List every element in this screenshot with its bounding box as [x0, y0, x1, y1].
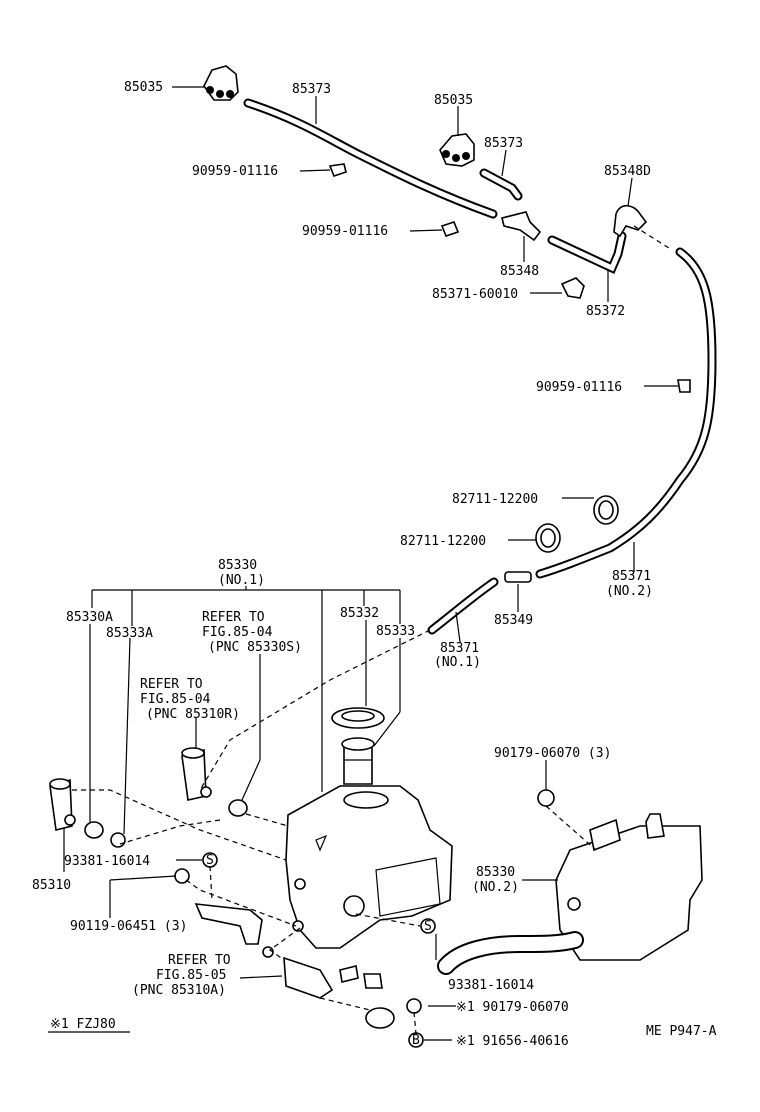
- clip-90959-2-icon: [440, 221, 460, 237]
- label-85332: 85332: [340, 606, 379, 621]
- label-85035-b: 85035: [434, 93, 473, 108]
- label-refer2-l3: (PNC 85310R): [146, 707, 240, 722]
- joint-85349: [504, 571, 532, 583]
- nozzle-85035-left: [203, 65, 239, 101]
- label-refer3-l1: REFER TO: [168, 953, 231, 968]
- hose-85373-short: [479, 168, 523, 201]
- hose-85373-upper: [243, 98, 498, 219]
- grommet-85333a: [110, 832, 126, 848]
- b-symbol-icon: B: [408, 1032, 424, 1048]
- dash-85348d: [633, 225, 673, 251]
- svg-text:B: B: [412, 1033, 420, 1048]
- dash-bolt: [185, 879, 297, 927]
- leader-lines: [48, 86, 678, 1041]
- s-symbol-b-icon: S: [420, 918, 436, 934]
- dash-b: [413, 1011, 417, 1035]
- label-85330a: 85330A: [66, 610, 113, 625]
- clamp-82711-2-icon: [535, 523, 561, 553]
- label-refer3-l2: FIG.85-05: [156, 968, 226, 983]
- nozzle-85035-right: [439, 133, 475, 167]
- clip-90959-1-icon: [328, 163, 347, 177]
- clip-85371-60010-icon: [560, 277, 585, 299]
- joint-85348: [501, 211, 542, 242]
- label-85371-no2: 85371: [612, 569, 651, 584]
- bracket: [194, 903, 263, 945]
- label-85371-no2-sub: (NO.2): [606, 584, 653, 599]
- cap-85332: [331, 707, 385, 729]
- svg-text:S: S: [206, 853, 214, 868]
- label-85348d: 85348D: [604, 164, 651, 179]
- label-refer1-l2: FIG.85-04: [202, 625, 273, 640]
- hose-85371-no2: [535, 247, 717, 579]
- label-85330-no1: 85330: [218, 558, 257, 573]
- label-85349: 85349: [494, 613, 533, 628]
- pump-85310: [49, 778, 76, 831]
- label-85333: 85333: [376, 624, 415, 639]
- hose-85371-no1: [427, 577, 499, 635]
- label-85372: 85372: [586, 304, 625, 319]
- label-refer2-l2: FIG.85-04: [140, 692, 211, 707]
- label-85348: 85348: [500, 264, 539, 279]
- label-figure-code: ME P947-A: [646, 1024, 717, 1039]
- dash-pump-a: [268, 927, 301, 961]
- pump-refer-85310r: [181, 747, 212, 801]
- label-clip-3: 90959-01116: [536, 380, 622, 395]
- strainer-85333: [341, 737, 375, 785]
- grommet-85330s: [228, 799, 248, 817]
- label-93381-b: 93381-16014: [448, 978, 534, 993]
- label-85310: 85310: [32, 878, 71, 893]
- label-refer1-l3: (PNC 85330S): [208, 640, 302, 655]
- label-85333a: 85333A: [106, 626, 153, 641]
- label-85371-60010: 85371-60010: [432, 287, 518, 302]
- grommet-85330a: [84, 821, 104, 839]
- label-85330-no2-sub: (NO.2): [472, 880, 519, 895]
- label-clamp-2: 82711-12200: [400, 534, 486, 549]
- dash-s1: [209, 865, 213, 901]
- label-clip-1: 90959-01116: [192, 164, 278, 179]
- clip-90959-3-icon: [677, 379, 691, 393]
- label-90179-b: ※1 90179-06070: [456, 1000, 569, 1015]
- pump-85310a: [262, 946, 395, 1029]
- label-85330-no2: 85330: [476, 865, 515, 880]
- dash-pump85310: [72, 789, 287, 861]
- label-85035-a: 85035: [124, 80, 163, 95]
- dash-pump-a2: [319, 997, 371, 1011]
- s-symbol-a-icon: S: [202, 852, 218, 868]
- dash-s2: [355, 913, 421, 927]
- nut-90179-b-icon: [406, 998, 422, 1014]
- label-85373-a: 85373: [292, 82, 331, 97]
- label-refer2-l1: REFER TO: [140, 677, 203, 692]
- tube-85330-no2: [437, 931, 584, 975]
- tank-85330-no2: [555, 813, 703, 961]
- label-85330-no1-sub: (NO.1): [218, 573, 265, 588]
- dash-pump-grommet: [119, 819, 221, 845]
- dash-hose-no1: [199, 629, 431, 791]
- joint-85348d: [613, 204, 648, 238]
- dash-grommet-tank: [245, 813, 289, 827]
- label-clamp-1: 82711-12200: [452, 492, 538, 507]
- label-refer1-l1: REFER TO: [202, 610, 265, 625]
- label-refer3-l3: (PNC 85310A): [132, 983, 226, 998]
- nut-90179-a-icon: [537, 789, 555, 807]
- label-clip-2: 90959-01116: [302, 224, 388, 239]
- label-footnote: ※1 FZJ80: [50, 1017, 116, 1032]
- clamp-82711-1-icon: [593, 495, 619, 525]
- label-85373-b: 85373: [484, 136, 523, 151]
- label-85371-no1-sub: (NO.1): [434, 655, 481, 670]
- svg-text:S: S: [424, 919, 432, 934]
- label-91656: ※1 91656-40616: [456, 1034, 569, 1049]
- label-85371-no1: 85371: [440, 641, 479, 656]
- hose-85372: [547, 231, 627, 275]
- label-93381-a: 93381-16014: [64, 854, 150, 869]
- label-90179-a: 90179-06070 (3): [494, 746, 611, 761]
- dash-nut-tank2: [545, 805, 597, 851]
- label-90119: 90119-06451 (3): [70, 919, 187, 934]
- tank-85330-no1: [285, 785, 453, 949]
